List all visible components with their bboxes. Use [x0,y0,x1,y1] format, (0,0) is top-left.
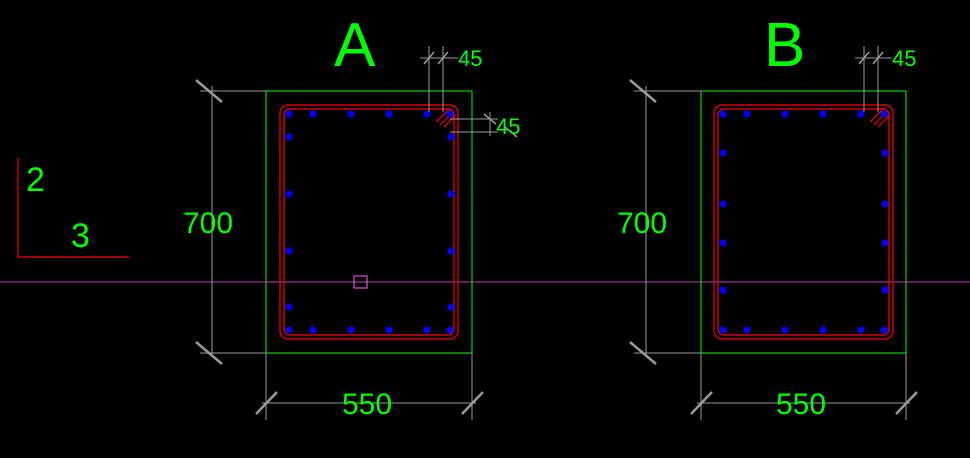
section-a-cover-top-label: 45 [458,46,482,71]
section-a-cover-side-label: 45 [496,114,520,139]
rebar [819,110,827,118]
rebar [719,326,727,334]
rebar [743,110,751,118]
axis-lines [17,158,129,258]
section-a-title: A [334,11,376,80]
section-a-marker [353,275,368,289]
rebar [285,110,293,118]
section-a-cover-top-dimension [420,46,458,112]
rebar [385,110,393,118]
section-a-width-dimension [255,353,484,420]
rebar [285,190,293,198]
section-b-height-label: 700 [617,207,667,240]
section-a-height-dimension [195,79,266,365]
section-a-concrete-outline [265,90,473,354]
section-a-width-label: 550 [342,388,392,421]
rebar [719,286,727,294]
section-b-cover-top-label: 45 [892,46,916,71]
rebar [347,326,355,334]
rebar [781,110,789,118]
rebar [309,110,317,118]
section-b-rebars [719,110,889,334]
section-b-cover-top-dimension [855,46,892,112]
section-b-concrete-outline [700,90,907,354]
section-a-rebars [285,110,455,334]
rebar [743,326,751,334]
section-b-stirrup-inner [717,108,890,336]
rebar [447,247,455,255]
rebar [880,326,888,334]
section-b-width-label: 550 [776,388,826,421]
rebar [347,110,355,118]
rebar [719,149,727,157]
rebar [285,247,293,255]
section-a-cover-side-dimension [450,112,518,138]
section-a-stirrup-inner [283,108,455,336]
rebar [309,326,317,334]
rebar [881,149,889,157]
rebar [781,326,789,334]
axis-label-3: 3 [71,217,90,255]
rebar [285,326,293,334]
section-b-stirrup-hook [869,108,891,128]
rebar [285,303,293,311]
section-b-height-dimension [629,79,701,365]
rebar [447,133,455,141]
rebar [719,110,727,118]
rebar [719,239,727,247]
section-a: A [183,11,520,421]
rebar [447,303,455,311]
section-a-height-label: 700 [183,207,233,240]
rebar [880,110,888,118]
section-b-stirrup-outer [713,104,894,340]
section-b: B [617,11,918,421]
rebar [881,239,889,247]
rebar [881,200,889,208]
rebar [285,133,293,141]
rebar [881,286,889,294]
axis-label-2: 2 [26,161,45,199]
section-b-title: B [764,11,805,80]
rebar [819,326,827,334]
rebar [447,190,455,198]
section-a-stirrup-outer [279,104,459,340]
rebar [857,326,865,334]
rebar [446,110,454,118]
local-axis-indicator: 2 3 [17,158,129,258]
rebar [423,326,431,334]
rebar [719,200,727,208]
rebar [446,326,454,334]
rebar [385,326,393,334]
rebar [857,110,865,118]
section-b-width-dimension [690,353,918,420]
rebar [423,110,431,118]
